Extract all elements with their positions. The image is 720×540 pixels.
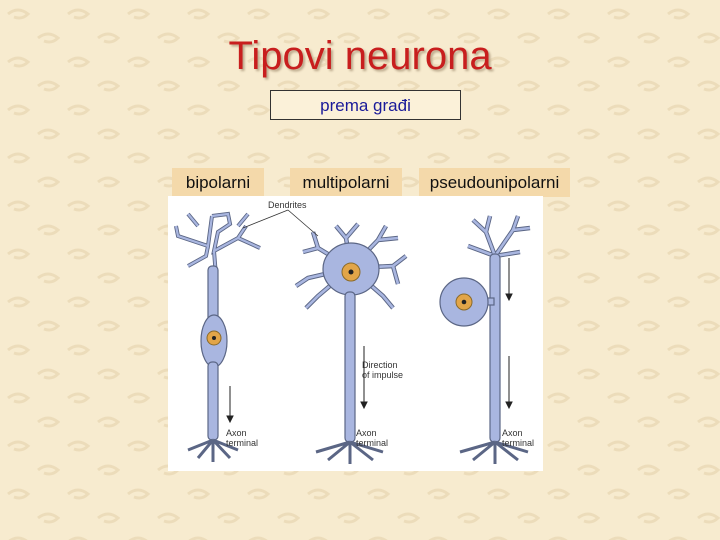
subtitle-box: prema građi <box>270 90 461 120</box>
axon-terminal-label-3: Axon terminal <box>502 428 535 448</box>
label-multipolar: multipolarni <box>290 168 402 197</box>
bipolar-neuron <box>174 211 261 462</box>
multipolar-neuron <box>294 222 408 464</box>
nucleolus-group <box>212 269 467 340</box>
dendrite-pointers <box>242 209 319 237</box>
label-bipolar: bipolarni <box>172 168 264 197</box>
direction-arrows <box>226 258 513 424</box>
neuron-illustration <box>174 209 531 464</box>
pseudounipolar-neuron <box>439 215 531 464</box>
axon-terminal-label-2: Axon terminal <box>356 428 389 448</box>
axon-terminal-label-1: Axon terminal <box>226 428 259 448</box>
neuron-figure: Dendrites Direction of impulse Axon term… <box>168 196 543 471</box>
direction-label: Direction of impulse <box>362 360 404 380</box>
dendrites-label: Dendrites <box>268 200 307 210</box>
label-pseudounipolar: pseudounipolarni <box>419 168 570 197</box>
page-title: Tipovi neurona <box>228 34 492 78</box>
